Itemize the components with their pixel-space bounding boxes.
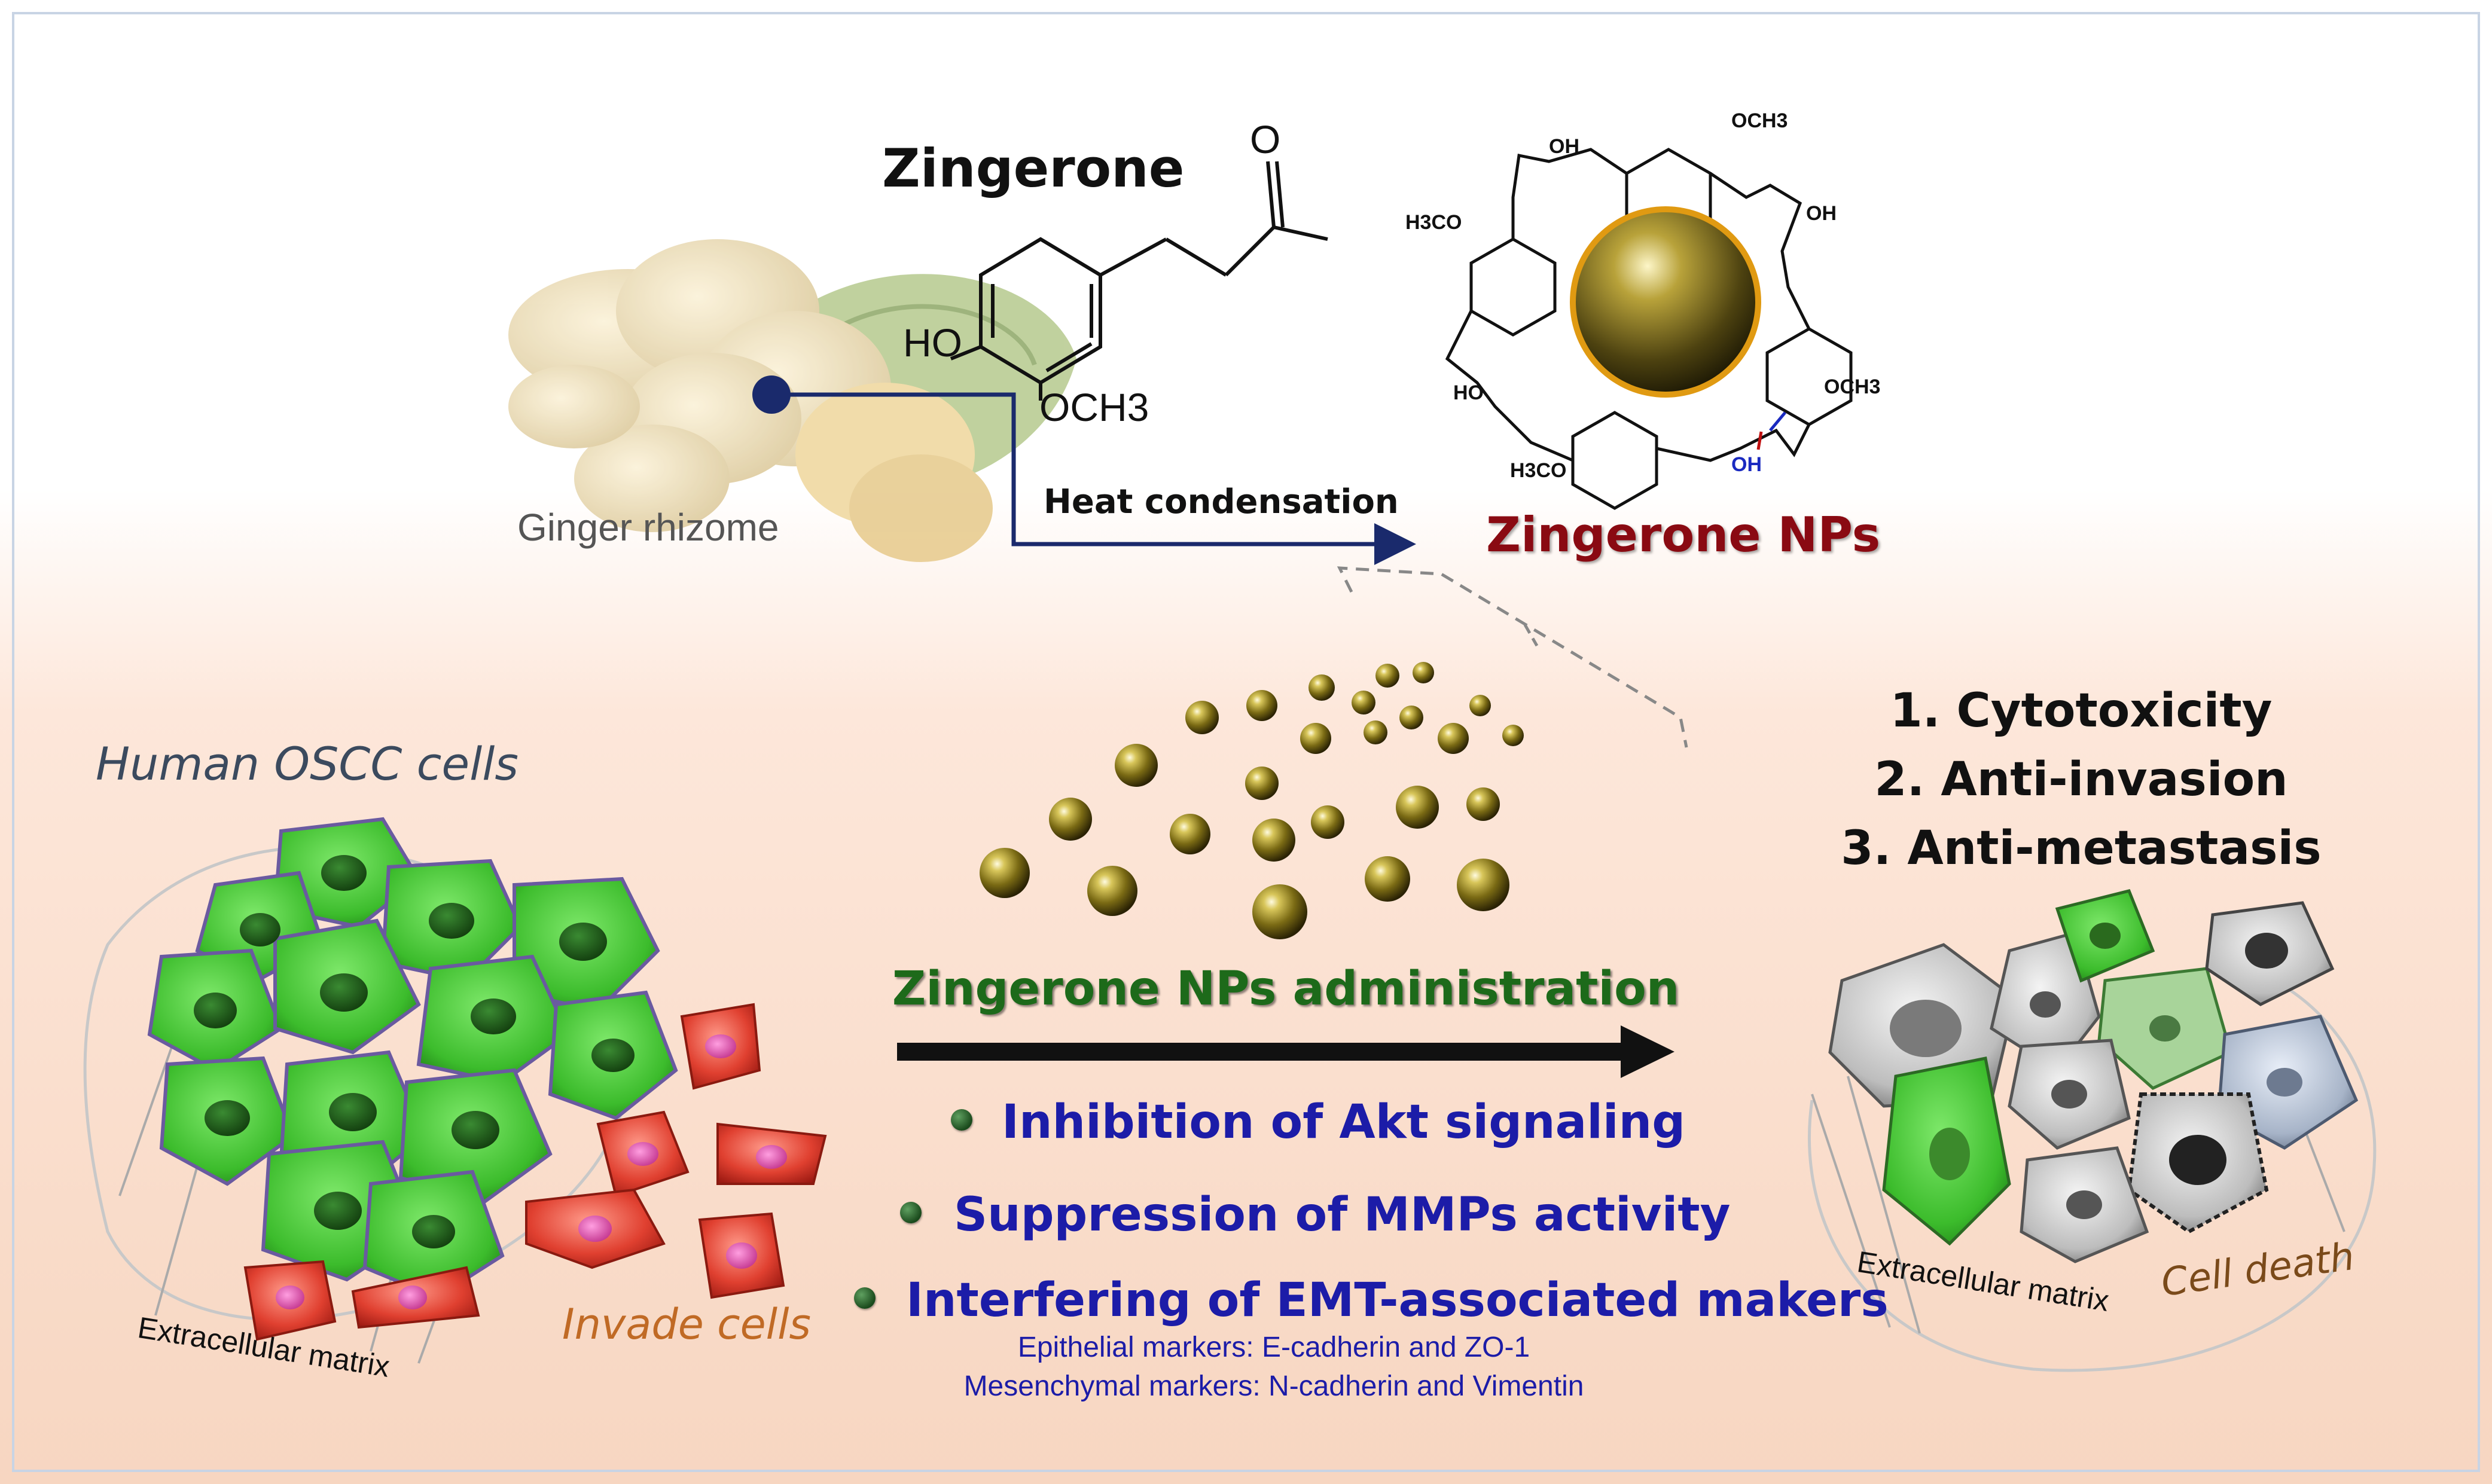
hydroxyl-label: HO <box>903 320 962 365</box>
marker-detail-1: Epithelial markers: E-cadherin and ZO-1 <box>1017 1332 1530 1363</box>
ketone-oxygen-label: O <box>1250 117 1281 161</box>
oscc-cell-cluster <box>83 817 827 1364</box>
process-label: Heat condensation <box>1044 483 1399 521</box>
zingerone-molecule <box>950 161 1328 401</box>
oscc-title: Human OSCC cells <box>96 737 518 790</box>
group-label-5: OCH3 <box>1824 375 1881 398</box>
group-label-3: OH <box>1806 202 1837 225</box>
compound-title: Zingerone <box>882 138 1185 199</box>
mechanism-2: Suppression of MMPs activity <box>954 1188 1731 1242</box>
group-label-4: H3CO <box>1405 211 1462 234</box>
bullet-1-icon <box>951 1109 972 1131</box>
group-label-6: HO <box>1453 381 1484 404</box>
methoxy-label: OCH3 <box>1039 385 1149 429</box>
frame-border <box>12 12 2480 1472</box>
treated-cell-cluster <box>1808 889 2377 1372</box>
zoom-bracket-tick <box>1523 624 1539 647</box>
effect-1: 1. Cytotoxicity <box>1890 684 2273 738</box>
group-label-1: OH <box>1549 135 1579 158</box>
nanoparticle-cloud <box>980 662 1524 939</box>
marker-detail-2: Mesenchymal markers: N-cadherin and Vime… <box>963 1370 1584 1402</box>
heat-condensation-arrow <box>752 375 1416 565</box>
effect-3: 3. Anti-metastasis <box>1841 822 2322 875</box>
zoom-bracket-dashed <box>1337 566 1688 748</box>
treatment-arrow <box>897 1025 1674 1078</box>
invade-label: Invade cells <box>562 1300 812 1349</box>
administration-label: Zingerone NPs administration <box>892 962 1680 1016</box>
group-label-8: OH <box>1731 453 1762 476</box>
nanoparticle-core <box>1576 212 1755 392</box>
group-label-2: OCH3 <box>1731 109 1788 132</box>
product-label: Zingerone NPs <box>1486 507 1881 563</box>
mechanism-3: Interfering of EMT-associated makers <box>906 1274 1889 1327</box>
group-label-7: H3CO <box>1510 459 1567 482</box>
nanoparticle-macrocycle <box>1445 148 1853 510</box>
bullet-2-icon <box>900 1202 922 1223</box>
effect-2: 2. Anti-invasion <box>1874 753 2288 807</box>
bullet-3-icon <box>854 1287 876 1309</box>
mechanism-1: Inhibition of Akt signaling <box>1002 1095 1686 1149</box>
ginger-rhizome-illustration <box>508 239 1076 562</box>
ginger-label: Ginger rhizome <box>517 506 779 549</box>
